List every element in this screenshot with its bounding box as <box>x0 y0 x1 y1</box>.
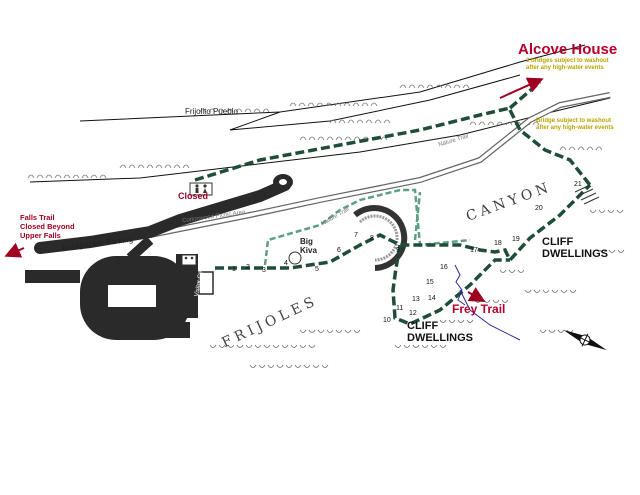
frijolito-pueblo-label: Frijolito Pueblo <box>185 107 238 116</box>
stop-14: 14 <box>428 295 436 302</box>
big-kiva-label: Big Kiva <box>300 237 317 256</box>
falls-trail-line-1: Falls Trail <box>20 213 55 222</box>
frey-trail-arrow <box>467 287 486 302</box>
closed-label: Closed <box>178 191 209 201</box>
stop-17: 17 <box>470 247 478 254</box>
alcove-house-label: Alcove House <box>518 41 618 58</box>
falls-trail-note: Falls Trail Closed Beyond Upper Falls <box>20 213 75 240</box>
falls-trail-line-3: Upper Falls <box>20 231 61 240</box>
stop-11: 11 <box>396 305 404 312</box>
ladder-marks <box>574 184 600 205</box>
stop-16: 16 <box>440 264 448 271</box>
stop-7: 7 <box>354 232 358 239</box>
cliff-lower-line-1: CLIFF <box>407 320 439 332</box>
stop-1: 1 <box>232 266 236 273</box>
alcove-note-line-1: 3 bridges subject to washout <box>526 58 609 64</box>
stop-9: 9 <box>396 247 400 254</box>
stop-12: 12 <box>409 310 417 317</box>
falls-trail-line-2: Closed Beyond <box>20 222 75 231</box>
alcove-house-arrow <box>499 77 544 99</box>
frey-trail-line <box>459 289 521 341</box>
stop-13: 13 <box>412 296 420 303</box>
nature-trail-line <box>263 188 471 266</box>
tyuonyi-ruin <box>288 205 408 271</box>
stop-3: 3 <box>262 267 266 274</box>
stop-8: 8 <box>370 235 374 242</box>
big-kiva-line-1: Big <box>300 237 313 246</box>
bridge-note-line-2: after any high-water events <box>536 125 614 132</box>
cliff-lower-line-2: DWELLINGS <box>407 332 473 345</box>
stop-21: 21 <box>574 181 582 188</box>
cliff-dwellings-lower-label: CLIFF DWELLINGS <box>407 320 473 344</box>
cliff-dwellings-right-label: CLIFF DWELLINGS <box>542 236 608 260</box>
alcove-note-line-2: after any high-water events <box>526 65 604 72</box>
main-loop-trail <box>194 80 592 326</box>
frey-stream <box>454 264 466 306</box>
canyon-rim <box>29 44 611 183</box>
stop-6: 6 <box>337 247 341 254</box>
cliff-right-line-1: CLIFF <box>542 236 574 248</box>
alcove-bridge-note: 3 bridges subject to washout after any h… <box>526 58 609 72</box>
bridge-note-line-1: Bridge subject to washout <box>536 118 612 124</box>
creek <box>149 92 611 238</box>
stop-5: 5 <box>315 266 319 273</box>
bridge-washout-note: Bridge subject to washout after any high… <box>536 118 614 132</box>
roads-parking <box>25 174 293 340</box>
restroom-icon <box>189 182 213 196</box>
stop-18: 18 <box>494 240 502 247</box>
stop-2: 2 <box>246 264 250 271</box>
stop-20: 20 <box>535 205 543 212</box>
stop-15: 15 <box>426 279 434 286</box>
big-kiva-line-2: Kiva <box>300 245 317 255</box>
stop-10: 10 <box>383 317 391 324</box>
cliff-right-line-2: DWELLINGS <box>542 248 608 261</box>
north-arrow-icon <box>563 329 607 351</box>
visitor-center-restroom-icon <box>181 254 197 266</box>
stop-19: 19 <box>512 236 520 243</box>
cliff-hatching-south <box>209 209 625 368</box>
stop-4: 4 <box>284 260 288 267</box>
falls-trail-arrow <box>4 242 25 258</box>
cliff-hatching-north <box>27 84 603 179</box>
frey-trail-label: Frey Trail <box>452 302 506 316</box>
